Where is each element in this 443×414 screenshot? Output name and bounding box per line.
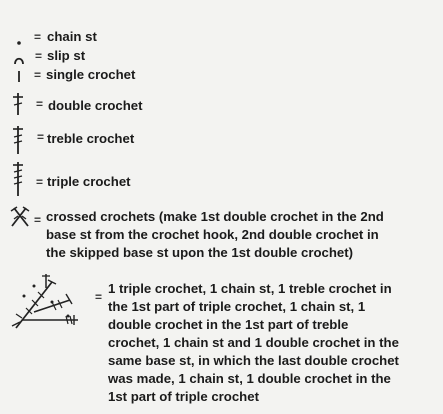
equals-sign: =	[36, 175, 44, 189]
treble-crochet-icon	[13, 126, 23, 154]
label-triple-crochet-cluster: 1 triple crochet, 1 chain st, 1 treble c…	[108, 280, 399, 406]
equals-sign: =	[34, 68, 42, 82]
equals-sign: =	[35, 49, 43, 63]
text-line: 1st part of triple crochet	[108, 389, 259, 404]
single-crochet-bar-icon	[18, 71, 20, 82]
equals-sign: =	[95, 290, 103, 304]
label-treble-crochet: treble crochet	[47, 131, 135, 146]
text-line: 1 triple crochet, 1 chain st, 1 treble c…	[108, 281, 392, 296]
text-line: same base st, in which the last double c…	[108, 353, 399, 368]
equals-sign: =	[36, 97, 44, 111]
crossed-crochets-icon	[10, 206, 30, 227]
label-triple-crochet: triple crochet	[47, 174, 131, 189]
text-line: the 1st part of triple crochet, 1 chain …	[108, 299, 366, 314]
slip-stitch-arc-icon	[14, 57, 24, 65]
triple-crochet-icon	[13, 162, 23, 196]
text-line: crossed crochets (make 1st double croche…	[46, 209, 384, 224]
label-crossed-crochets: crossed crochets (make 1st double croche…	[46, 208, 384, 262]
label-double-crochet: double crochet	[48, 98, 143, 113]
label-chain-st: chain st	[47, 29, 97, 44]
equals-sign: =	[34, 30, 42, 44]
text-line: was made, 1 chain st, 1 double crochet i…	[108, 371, 391, 386]
equals-sign: =	[34, 213, 42, 227]
text-line: crochet, 1 chain st and 1 double crochet…	[108, 335, 399, 350]
text-line: double crochet in the 1st part of treble	[108, 317, 349, 332]
chain-stitch-dot-icon	[17, 41, 21, 45]
label-slip-st: slip st	[47, 48, 86, 63]
label-single-crochet: single crochet	[46, 67, 136, 82]
text-line: base st from the crochet hook, 2nd doubl…	[46, 227, 379, 242]
equals-sign: =	[37, 130, 45, 144]
text-line: the skipped base st upon the 1st double …	[46, 245, 354, 260]
double-crochet-icon	[13, 93, 23, 115]
triple-crochet-cluster-icon	[11, 274, 78, 329]
